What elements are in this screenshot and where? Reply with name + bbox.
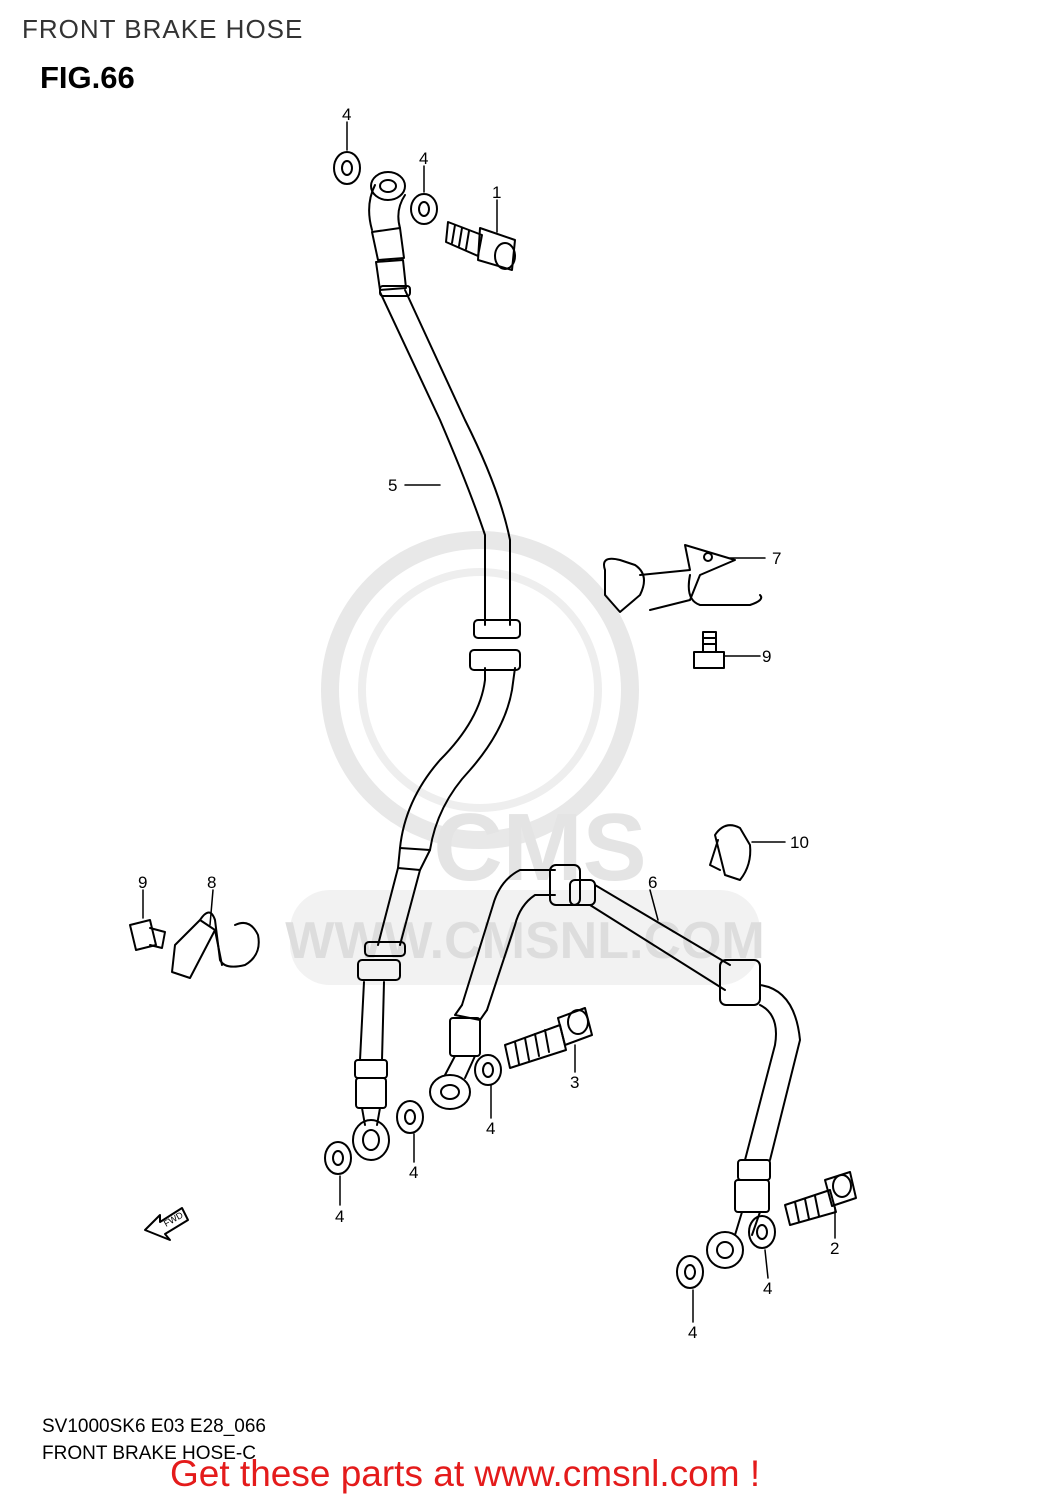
brake-hose-upper: [352, 171, 521, 1161]
bolt-9-left: [129, 919, 166, 951]
callout-9: 9: [138, 873, 147, 892]
watermark: CMS WWW.CMSNL.COM: [285, 531, 765, 985]
callout-4: 4: [763, 1279, 772, 1298]
callout-4: 4: [335, 1207, 344, 1226]
callout-labels: 4 4 1 5 7 9 10 6 9 8 3 4 4 4 2 4 4: [138, 105, 839, 1342]
leader-lines: [142, 121, 836, 1323]
watermark-brand: CMS: [433, 794, 646, 901]
diagram-code: SV1000SK6 E03 E28_066: [42, 1416, 266, 1437]
callout-10: 10: [790, 833, 809, 852]
callout-4: 4: [688, 1323, 697, 1342]
washers: [324, 151, 776, 1289]
callout-6: 6: [648, 873, 657, 892]
callout-1: 1: [492, 183, 501, 202]
hose-clamp-7: [603, 544, 763, 613]
fwd-direction-arrow: [144, 1207, 189, 1241]
callout-8: 8: [207, 873, 216, 892]
union-bolt-2: [784, 1171, 857, 1226]
bolt-9-right: [693, 631, 725, 669]
page-title: FRONT BRAKE HOSE: [22, 14, 304, 44]
callout-3: 3: [570, 1073, 579, 1092]
figure-number: FIG.66: [40, 60, 135, 95]
promo-link[interactable]: Get these parts at www.cmsnl.com !: [170, 1453, 761, 1494]
hose-clamp-10: [709, 824, 752, 881]
union-bolt-3: [504, 1007, 593, 1069]
diagram-title: FRONT BRAKE HOSE-C: [42, 1443, 256, 1464]
watermark-site: WWW.CMSNL.COM: [285, 912, 764, 970]
callout-5: 5: [388, 476, 397, 495]
fwd-label: FWD: [162, 1210, 185, 1229]
callout-4: 4: [419, 149, 428, 168]
hose-clamp-8: [171, 911, 260, 979]
union-bolt-1: [445, 221, 516, 271]
callout-4: 4: [342, 105, 351, 124]
callout-4: 4: [409, 1163, 418, 1182]
brake-hose-lower: [429, 864, 801, 1269]
callout-2: 2: [830, 1239, 839, 1258]
callout-9: 9: [762, 647, 771, 666]
callout-7: 7: [772, 549, 781, 568]
callout-4: 4: [486, 1119, 495, 1138]
